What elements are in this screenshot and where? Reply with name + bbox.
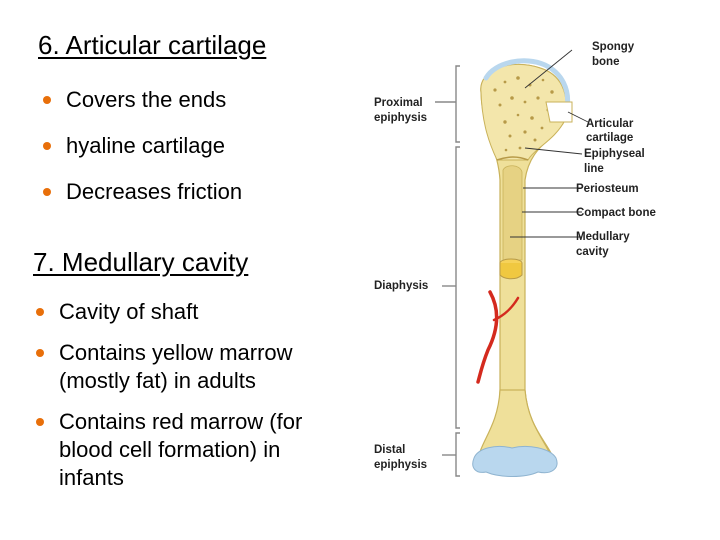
- leader-lines: [510, 49, 589, 238]
- list-item: hyaline cartilage: [40, 132, 242, 160]
- distal-articular-cartilage: [472, 445, 558, 477]
- long-bone-diagram: Proximal epiphysis Diaphysis Distal epip…: [374, 41, 656, 477]
- bullet-icon: [43, 188, 51, 196]
- medullary-cavity-list: Cavity of shaft Contains yellow marrow(m…: [33, 298, 363, 505]
- blood-vessel: [476, 290, 499, 384]
- list-item: Covers the ends: [40, 86, 242, 114]
- cutaway-notch: [545, 101, 573, 123]
- periosteum-label: Periosteum: [576, 183, 639, 195]
- medullary-cavity-label: Medullary cavity: [576, 231, 633, 258]
- bullet-icon: [36, 308, 44, 316]
- articular-cartilage-label: Articular cartilage: [586, 118, 637, 144]
- list-item: Cavity of shaft: [33, 298, 363, 326]
- bullet-icon: [36, 349, 44, 357]
- blood-vessel-branch: [492, 296, 520, 322]
- compact-bone-label: Compact bone: [576, 207, 656, 219]
- distal-epiphysis-label: Distal epiphysis: [374, 444, 427, 471]
- epiphyseal-line-label: Epiphyseal line: [584, 148, 648, 175]
- medullary-cavity-heading: 7. Medullary cavity: [33, 247, 249, 277]
- left-brackets: [435, 65, 460, 477]
- marrow-plug-side: [499, 263, 523, 280]
- medullary-cavity-region: [502, 165, 523, 261]
- bullet-icon: [43, 142, 51, 150]
- spongy-bone-label: Spongy bone: [592, 41, 637, 68]
- list-item: Contains yellow marrow(mostly fat) in ad…: [33, 339, 363, 395]
- bullet-icon: [43, 96, 51, 104]
- diaphysis-label: Diaphysis: [374, 280, 428, 292]
- proximal-epiphysis-label: Proximal epiphysis: [374, 97, 427, 124]
- articular-cartilage-list: Covers the ends hyaline cartilage Decrea…: [40, 86, 242, 224]
- bullet-icon: [36, 418, 44, 426]
- articular-cartilage-heading: 6. Articular cartilage: [38, 30, 267, 60]
- list-item: Decreases friction: [40, 178, 242, 206]
- bone-illustration: [472, 58, 573, 477]
- articular-cartilage-cap: [483, 58, 571, 111]
- epiphyseal-line: [496, 156, 529, 161]
